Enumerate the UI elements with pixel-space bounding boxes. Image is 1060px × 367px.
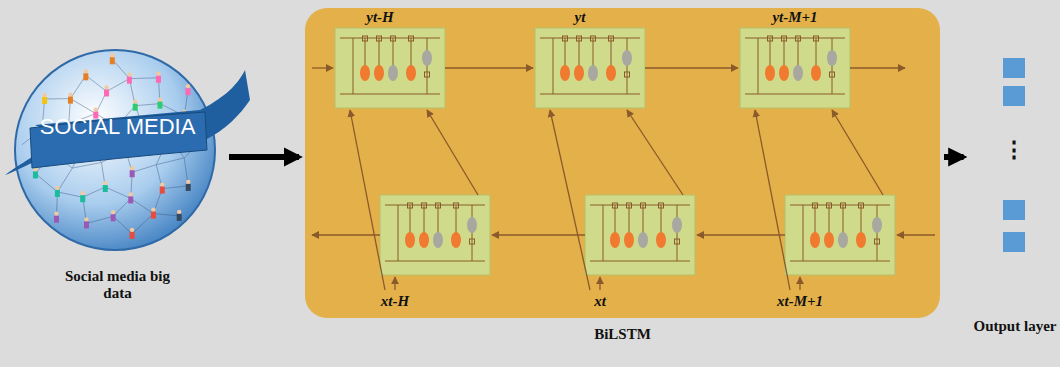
input-label: xt xyxy=(594,293,606,310)
node-label: Social media big data xyxy=(53,268,183,301)
bilstm-panel: BiLSTM xyxy=(305,8,940,318)
flow-arrow xyxy=(229,154,299,160)
input-label: xt-H xyxy=(381,293,409,310)
social-media-node: SOCIAL MEDIA Social media big data xyxy=(10,48,225,308)
output-label: yt-M+1 xyxy=(772,9,817,26)
output-squares xyxy=(1003,58,1025,252)
globe-illustration xyxy=(5,50,250,250)
node-label: Output layer xyxy=(974,318,1057,335)
input-label: xt-M+1 xyxy=(777,293,823,310)
flow-arrow xyxy=(944,154,964,160)
banner-text: SOCIAL MEDIA xyxy=(40,114,196,140)
output-label: yt xyxy=(575,9,586,26)
output-label: yt-H xyxy=(366,9,394,26)
output-layer: Output layer xyxy=(970,50,1060,350)
node-label: BiLSTM xyxy=(594,326,651,343)
ellipsis: ⋮ xyxy=(1003,137,1025,163)
bilstm-panel-ground xyxy=(305,8,940,318)
lstm-cells xyxy=(312,28,935,290)
